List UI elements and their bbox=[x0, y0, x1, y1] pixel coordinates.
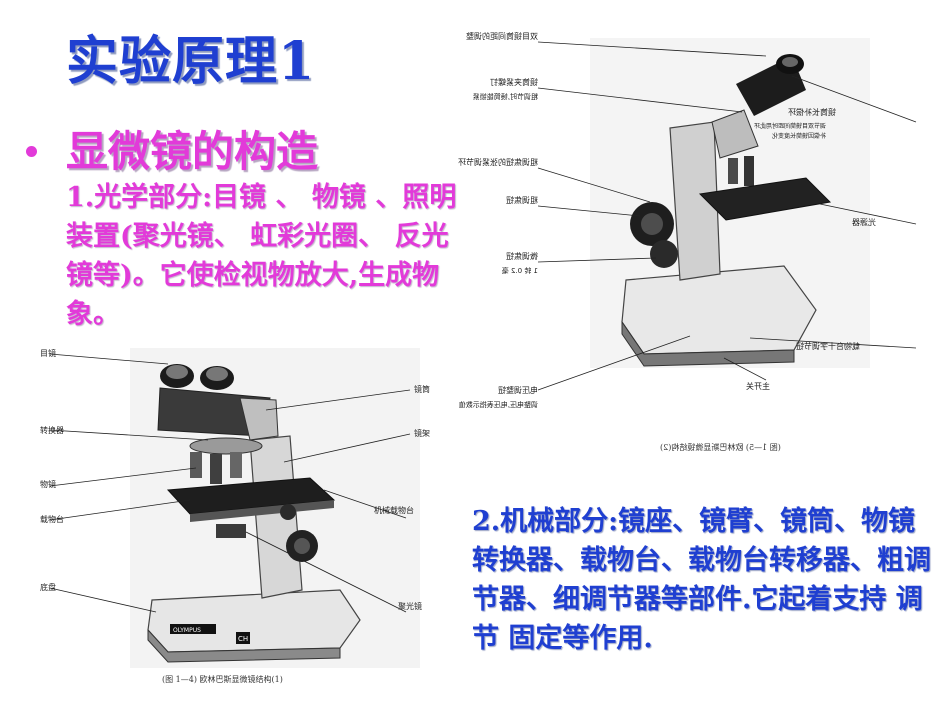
label-switch: 主开关 bbox=[746, 382, 770, 391]
label-base: 底盘 bbox=[40, 583, 56, 592]
section-heading: 显微镜的构造 bbox=[66, 127, 319, 176]
label-coarse-tension: 粗调焦钮的张紧调节环 bbox=[458, 158, 538, 167]
label-condenser: 聚光镜 bbox=[398, 602, 422, 611]
label-objective: 物镜 bbox=[40, 480, 56, 489]
brand-label: OLYMPUS bbox=[173, 627, 201, 634]
label-nosepiece: 转换器 bbox=[40, 426, 64, 435]
label-diopter-note-1: 调节双目镜筒间距时用此环 bbox=[753, 123, 826, 130]
label-fine-note: 1 转 0.2 毫 bbox=[501, 267, 538, 275]
slide-title: 实验原理1 bbox=[66, 31, 316, 92]
mechanical-parts-text: 2.机械部分:镜座、镜臂、镜筒、物镜转换器、载物台、载物台转移器、粗调节器、细调… bbox=[472, 506, 931, 654]
bullet-dot-icon bbox=[26, 146, 37, 157]
label-coarse: 粗调焦钮 bbox=[506, 196, 538, 205]
microscope-figure-2: 双目镜筒间距的调整 镜筒夹紧螺钉 粗调节时,镜筒能锁紧 镜筒长补偿环 调节双目镜… bbox=[458, 18, 926, 458]
label-tube: 镜筒 bbox=[414, 385, 430, 394]
label-voltage: 电压调整钮 bbox=[498, 386, 538, 395]
label-stage-cross: 载物台十字调节钮 bbox=[796, 342, 860, 351]
label-arm: 镜架 bbox=[414, 429, 430, 438]
label-binocular-adjust: 双目镜筒间距的调整 bbox=[466, 32, 538, 41]
microscope-illustration-2 bbox=[537, 38, 917, 391]
figure-2-caption: (图 1—5) 欧林巴斯显微镜结构(2) bbox=[660, 443, 781, 452]
model-label: CH bbox=[238, 635, 249, 643]
label-mechanical-stage: 机械载物台 bbox=[374, 506, 414, 515]
microscope-figure-1: 目镜 转换器 物镜 载物台 底盘 镜筒 镜架 机械载物台 聚光镜 OLYMPUS… bbox=[40, 340, 448, 698]
label-fine: 微调焦钮 bbox=[506, 252, 538, 261]
label-lens-lock: 镜筒夹紧螺钉 bbox=[490, 78, 538, 87]
label-diopter-note-2: 补偿因镜筒长度变化 bbox=[771, 133, 826, 140]
label-lens-lock-note: 粗调节时,镜筒能锁紧 bbox=[472, 93, 538, 101]
figure-1-caption: (图 1—4) 欧林巴斯显微镜结构(1) bbox=[162, 675, 283, 684]
label-lamp: 光源器 bbox=[852, 218, 876, 227]
microscope-illustration-1 bbox=[49, 348, 420, 668]
label-stage: 载物台 bbox=[40, 515, 64, 524]
optical-parts-text: 1.光学部分:目镜 、 物镜 、照明装置(聚光镜、 虹彩光圈、 反光镜等)。它使… bbox=[66, 182, 457, 330]
label-diopter: 镜筒长补偿环 bbox=[788, 108, 836, 117]
label-eyepiece: 目镜 bbox=[40, 349, 56, 358]
label-voltage-note: 调整电压,电压表指示数值 bbox=[458, 401, 538, 409]
